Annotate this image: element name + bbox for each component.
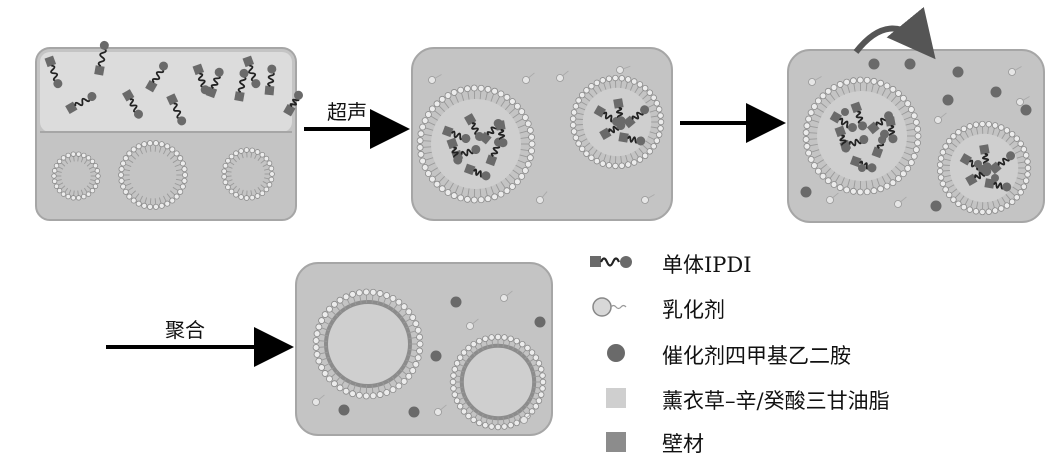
catalyst-dot (1020, 104, 1032, 116)
catalyst-dot (904, 58, 916, 70)
emulsifier-icon (592, 297, 627, 317)
monomer-ipdi (622, 105, 650, 129)
emulsion-droplet-small (569, 74, 665, 170)
catalyst-dot (408, 406, 420, 418)
monomer-ipdi (618, 132, 646, 146)
catalyst-dot (930, 200, 942, 212)
free-emulsifier (520, 412, 533, 424)
monomer-ipdi (441, 125, 471, 143)
catalyst-dot (990, 86, 1002, 98)
legend-label-monomer: 单体IPDI (662, 253, 752, 277)
panel-microcapsules (295, 262, 553, 436)
free-emulsifier (808, 76, 822, 86)
catalyst-dot (868, 58, 880, 70)
free-emulsifier (428, 74, 442, 84)
catalyst-dot (858, 164, 866, 172)
micelle-small (51, 151, 101, 201)
panel-catalyst-diffusion (787, 6, 1045, 223)
ultrasound-label: 超声 (327, 100, 367, 124)
monomer-ipdi (94, 40, 109, 76)
aqueous-micelles (51, 140, 275, 210)
monomer-ipdi (446, 137, 463, 165)
monomer-ipdi (599, 121, 626, 140)
monomer-ipdi (242, 55, 261, 89)
monomer-ipdi-icon (590, 256, 632, 268)
monomer-ipdi (205, 67, 224, 99)
microcapsule-small (449, 333, 547, 431)
monomer-ipdi (234, 68, 249, 102)
panel-initial-mixture (35, 40, 303, 221)
emulsion-droplet-large (416, 84, 536, 204)
monomer-ipdi (122, 89, 143, 119)
legend-label-emulsifier: 乳化剂 (662, 298, 725, 322)
free-emulsifier (466, 318, 479, 330)
monomer-ipdi (264, 64, 277, 96)
free-emulsifier (934, 112, 947, 124)
monomer-ipdi (145, 61, 168, 93)
lavender-core-square-icon (606, 388, 626, 408)
monomer-ipdi (464, 113, 484, 141)
polymerize-label: 聚合 (165, 318, 205, 342)
monomer-ipdi (65, 92, 97, 114)
oil-phase-monomers (44, 40, 303, 126)
catalyst-dot (841, 108, 849, 116)
catalyst-dot (952, 66, 964, 78)
panel-emulsified-droplets (411, 47, 673, 221)
catalyst-dot (800, 186, 812, 198)
catalyst-dot (942, 94, 954, 106)
free-emulsifier (1016, 96, 1030, 106)
monomer-ipdi (166, 93, 187, 126)
microcapsule-large (312, 288, 424, 400)
free-emulsifier (894, 196, 907, 208)
free-emulsifier (616, 65, 631, 74)
emulsion-droplet-small (936, 120, 1032, 216)
free-emulsifier (556, 70, 569, 82)
free-emulsifier (826, 192, 839, 204)
free-emulsifier (522, 72, 535, 84)
monomer-ipdi (965, 167, 992, 186)
monomer-ipdi (850, 101, 867, 131)
monomer-ipdi (495, 120, 508, 148)
legend (590, 256, 632, 452)
monomer-ipdi (283, 90, 303, 117)
catalyst-dot (974, 160, 982, 168)
recirculation-curved-arrow (853, 6, 936, 60)
micelle-large (118, 140, 188, 210)
free-emulsifier (536, 191, 548, 204)
monomer-ipdi (463, 163, 491, 181)
monomer-ipdi (885, 116, 898, 144)
monomer-ipdi (834, 125, 851, 153)
free-emulsifier (500, 290, 513, 302)
free-emulsifier (641, 194, 655, 204)
wall-material-square-icon (606, 432, 626, 452)
free-emulsifier (312, 394, 325, 406)
emulsion-droplet-large (802, 76, 922, 196)
catalyst-dot (991, 174, 999, 182)
monomer-ipdi (988, 151, 1016, 175)
catalyst-dot-icon (607, 344, 625, 362)
monomer-ipdi (829, 111, 857, 132)
legend-label-wall-material: 壁材 (662, 432, 704, 456)
catalyst-dot (450, 296, 462, 308)
monomer-ipdi (44, 55, 63, 89)
free-emulsifier (1008, 66, 1022, 76)
catalyst-dot (430, 350, 442, 362)
free-emulsifier (434, 404, 447, 416)
legend-label-catalyst: 催化剂四甲基乙二胺 (662, 344, 851, 368)
monomer-ipdi (192, 63, 210, 95)
catalyst-dot (878, 136, 886, 144)
catalyst-dot (338, 404, 350, 416)
catalyst-dot (534, 316, 546, 328)
micelle-medium (221, 147, 275, 201)
legend-label-core-oil: 薰衣草–辛/癸酸三甘油脂 (662, 389, 890, 413)
